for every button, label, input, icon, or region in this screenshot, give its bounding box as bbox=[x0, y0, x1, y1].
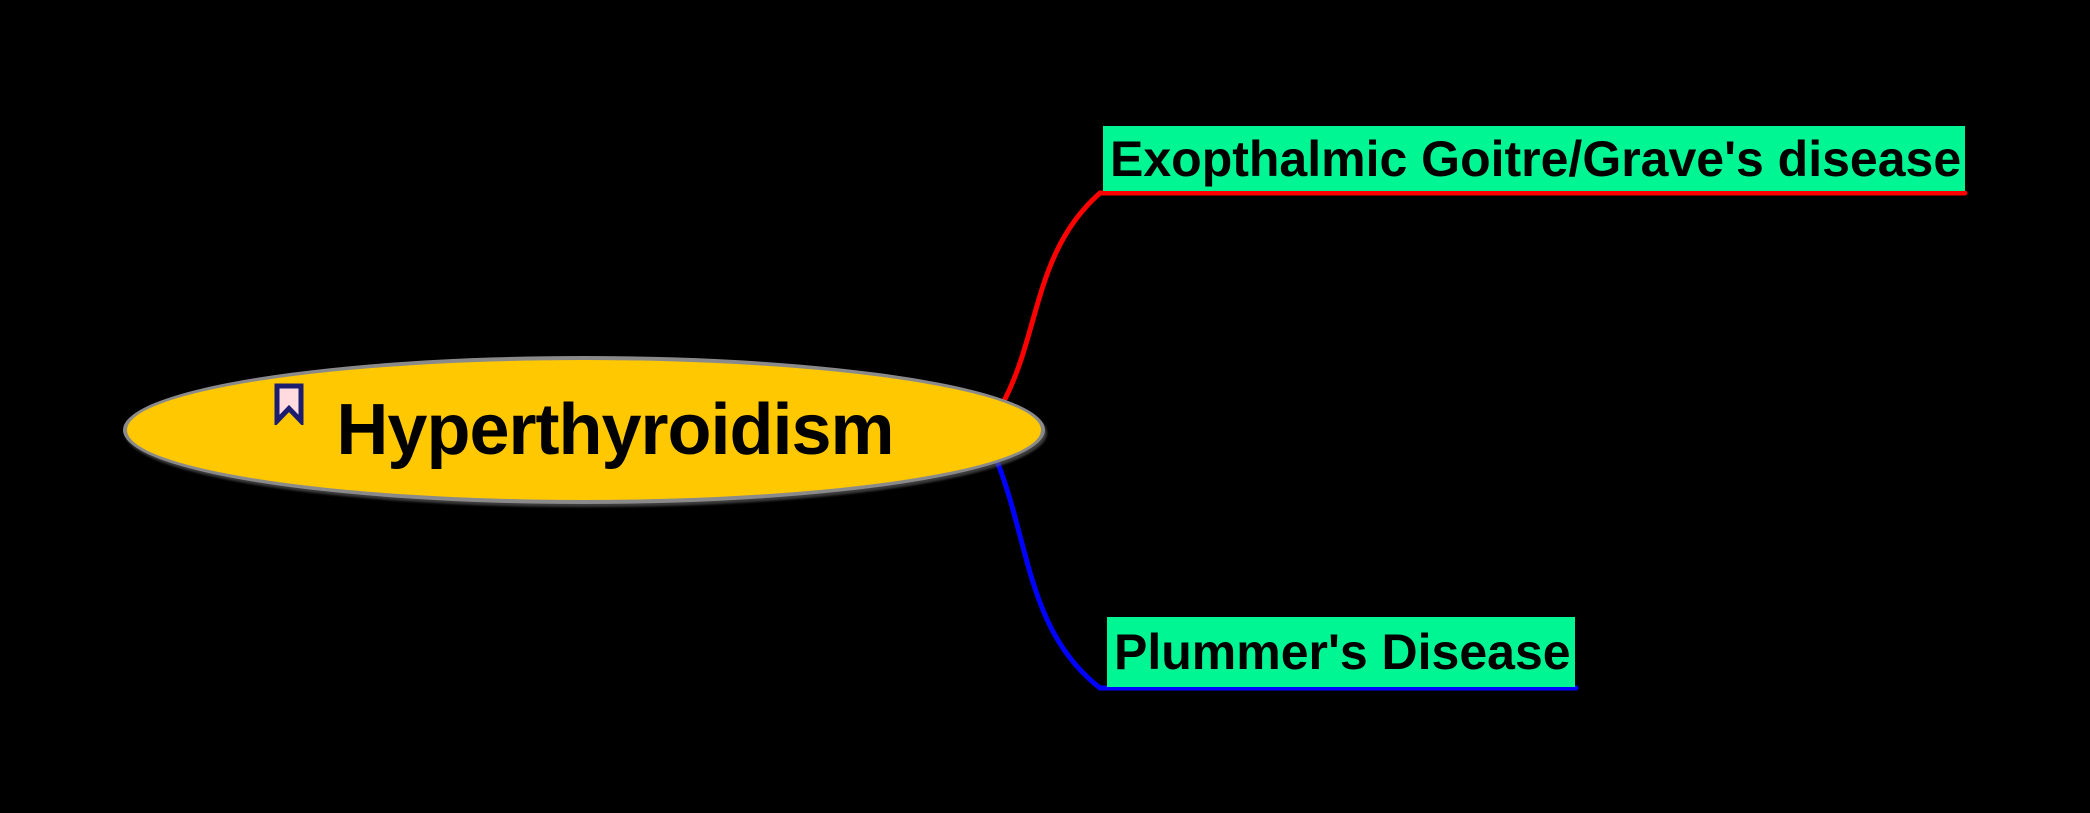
branch-connector-bottom bbox=[994, 458, 1579, 691]
node-graves-disease-label: Exopthalmic Goitre/Grave's disease bbox=[1110, 130, 1962, 187]
node-graves-disease[interactable]: Exopthalmic Goitre/Grave's disease bbox=[1103, 126, 1965, 191]
bookmark-icon bbox=[274, 383, 304, 425]
root-node-label: Hyperthyroidism bbox=[336, 390, 894, 470]
bookmark-icon-shape bbox=[274, 383, 304, 425]
root-node-hyperthyroidism[interactable]: Hyperthyroidism bbox=[123, 356, 1045, 504]
node-plummers-disease[interactable]: Plummer's Disease bbox=[1107, 617, 1575, 687]
branch-connector-top bbox=[1002, 190, 1968, 402]
node-plummers-disease-label: Plummer's Disease bbox=[1114, 624, 1571, 680]
